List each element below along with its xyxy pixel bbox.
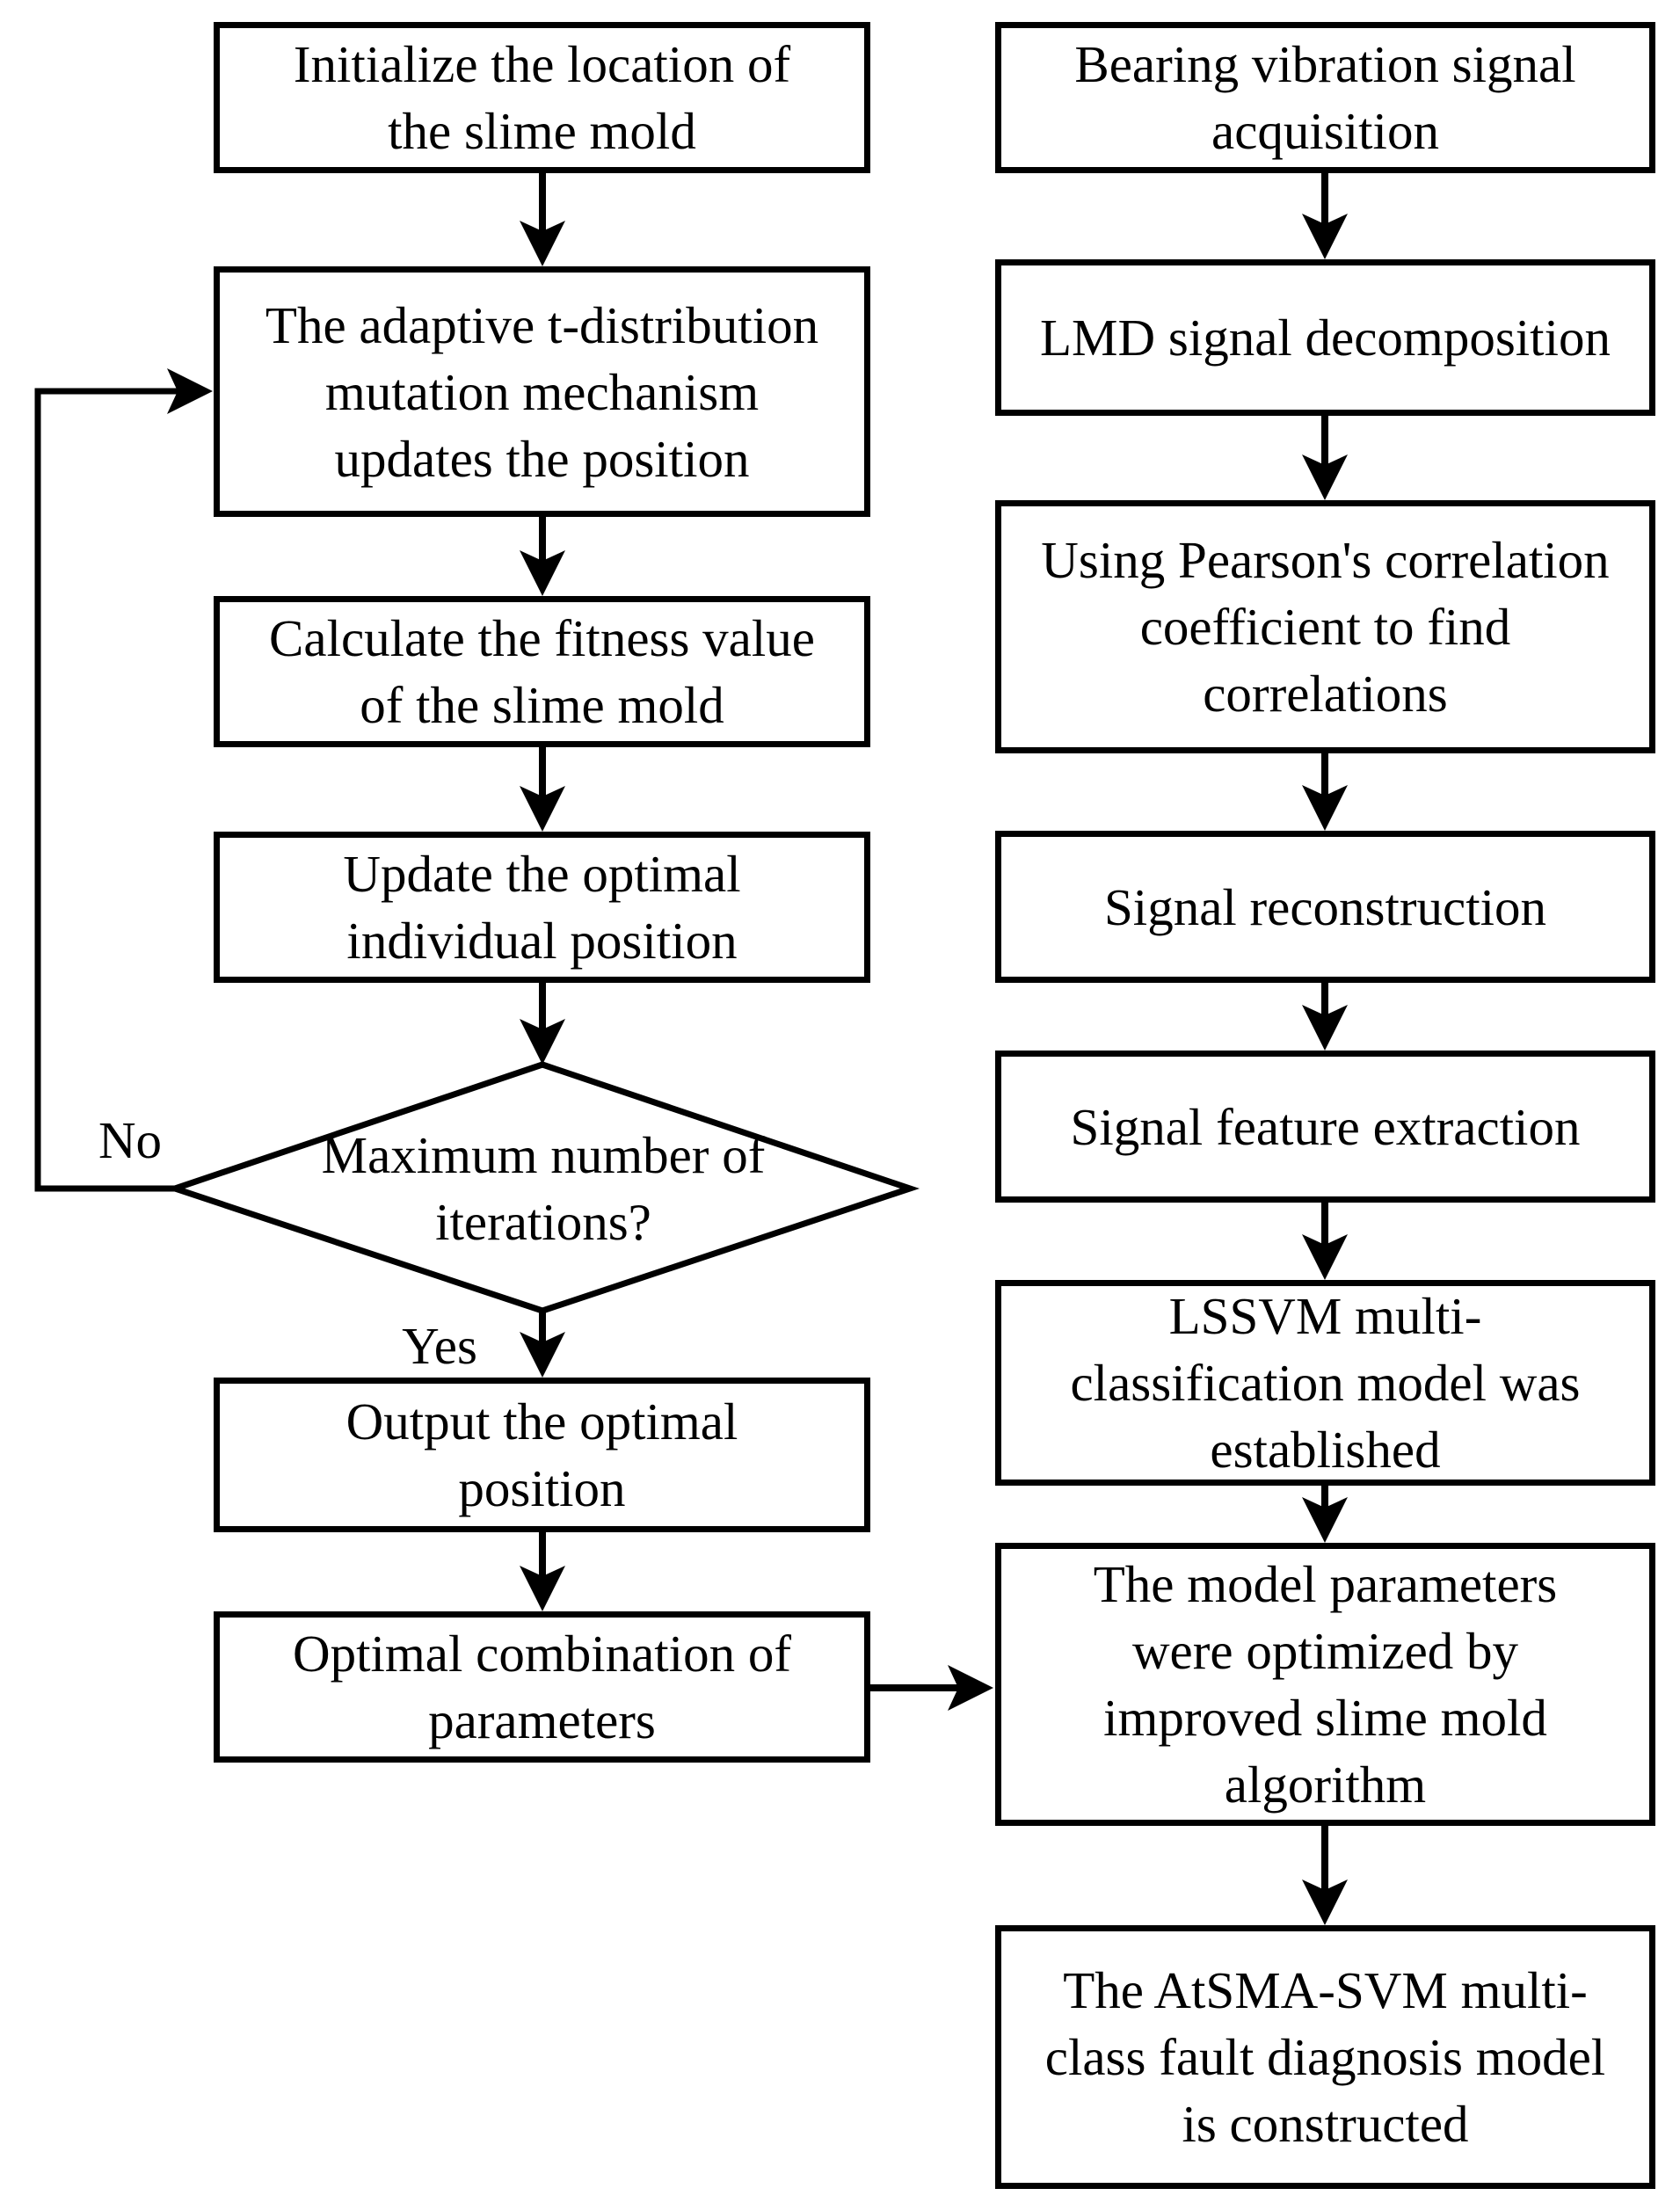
box-update-optimal-individual: Update the optimal individual position — [214, 832, 870, 983]
box-lssvm-model-established: LSSVM multi- classification model was es… — [995, 1280, 1655, 1486]
box-parameters-optimized-by-isma: The model parameters were optimized by i… — [995, 1543, 1655, 1826]
box-lmd-decomposition: LMD signal decomposition — [995, 259, 1655, 416]
box-bearing-signal-acquisition: Bearing vibration signal acquisition — [995, 22, 1655, 173]
box-signal-reconstruction: Signal reconstruction — [995, 831, 1655, 983]
box-optimal-parameter-combination: Optimal combination of parameters — [214, 1611, 870, 1763]
down-arrowheads — [520, 214, 1348, 1925]
box-initialize-location: Initialize the location of the slime mol… — [214, 22, 870, 173]
box-pearson-correlation: Using Pearson's correlation coefficient … — [995, 500, 1655, 753]
box-calculate-fitness: Calculate the fitness value of the slime… — [214, 596, 870, 747]
box-output-optimal-position: Output the optimal position — [214, 1378, 870, 1532]
edge-label-yes: Yes — [402, 1317, 477, 1375]
box-signal-feature-extraction: Signal feature extraction — [995, 1051, 1655, 1203]
box-atsma-svm-model-constructed: The AtSMA-SVM multi- class fault diagnos… — [995, 1925, 1655, 2189]
no-loop-line — [34, 388, 178, 1192]
decision-diamond — [164, 1061, 920, 1314]
decision-max-iterations-label: Maximum number of iterations? — [321, 1126, 766, 1251]
box-adaptive-mutation-update: The adaptive t-distribution mutation mec… — [214, 266, 870, 517]
edge-label-no: No — [98, 1111, 163, 1169]
right-arrowheads — [167, 368, 993, 1711]
